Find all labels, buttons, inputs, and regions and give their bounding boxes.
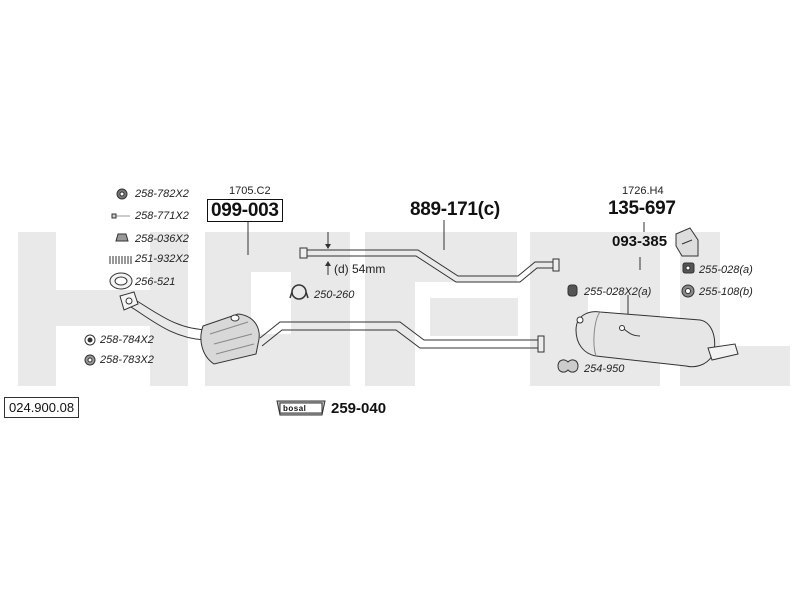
document-number: 024.900.08	[4, 397, 80, 418]
mount-ring-icon	[681, 284, 695, 298]
flange-icon	[119, 291, 139, 311]
rear-part-2[interactable]: 255-028X2(a)	[584, 286, 652, 298]
rear-silencer	[575, 311, 739, 368]
hanger-clip-icon	[557, 359, 579, 373]
left-part-2[interactable]: 258-771X2	[135, 210, 189, 222]
kit-logo-text: bosal	[283, 404, 307, 413]
middle-pipe	[305, 249, 555, 283]
silencer-ref: 1726.H4	[622, 185, 664, 197]
catalyst-ref: 1705.C2	[229, 185, 271, 197]
seal-ring-icon	[109, 272, 133, 290]
pipe-end-icon	[537, 335, 545, 353]
assembly-kit-part-number[interactable]: 259-040	[331, 400, 387, 417]
catalyst-body	[200, 313, 260, 365]
middle-pipe-part-number[interactable]: 889-171(c)	[410, 199, 500, 220]
nut-icon	[84, 354, 96, 366]
catalyst-pipe	[125, 297, 540, 349]
clamp-icon	[289, 284, 309, 300]
washer-icon	[84, 334, 96, 346]
left-part-3[interactable]: 258-036X2	[135, 233, 189, 245]
arrow-head-down	[325, 244, 331, 249]
left-part-6[interactable]: 258-784X2	[100, 334, 154, 346]
rear-part-4[interactable]: 254-950	[584, 363, 625, 375]
gasket-ring-icon	[116, 188, 128, 200]
clamp-part-number[interactable]: 250-260	[314, 289, 355, 301]
pipe-ends	[299, 247, 560, 272]
arrow-head-up	[325, 261, 331, 266]
silencer-part-number[interactable]: 135-697	[608, 198, 676, 219]
kit-box-icon	[276, 400, 326, 416]
rear-part-1[interactable]: 255-028(a)	[699, 264, 753, 276]
catalyst-part-number[interactable]: 099-003	[207, 199, 283, 222]
left-part-4[interactable]: 251-932X2	[135, 253, 189, 265]
mount-part-number[interactable]: 093-385	[612, 233, 668, 250]
rear-part-3[interactable]: 255-108(b)	[699, 286, 753, 298]
left-part-5[interactable]: 256-521	[135, 276, 176, 288]
bolt-icon	[111, 213, 130, 219]
rubber-mount-icon	[682, 262, 695, 274]
pipe-diameter-note: (d) 54mm	[334, 262, 386, 276]
nut-icon	[115, 233, 129, 242]
silencer-bracket-icon	[675, 227, 699, 257]
spring-icon	[109, 256, 132, 264]
left-part-7[interactable]: 258-783X2	[100, 354, 154, 366]
left-part-1[interactable]: 258-782X2	[135, 188, 189, 200]
rubber-mount-icon	[567, 284, 578, 297]
